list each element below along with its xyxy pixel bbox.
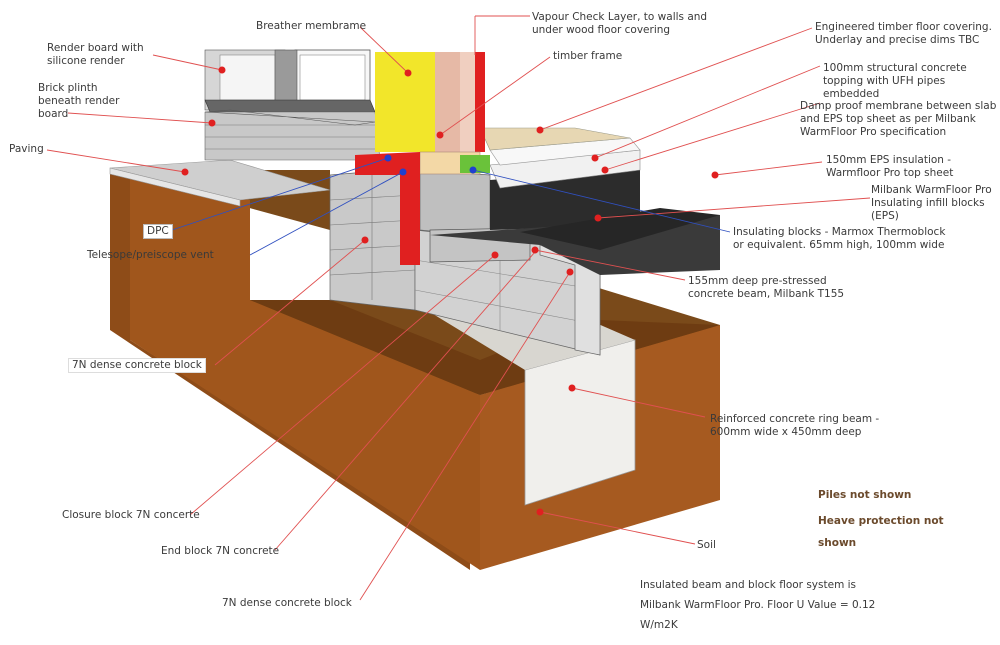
label-insulating-blocks: Insulating blocks - Marmox Thermoblock o… bbox=[733, 226, 946, 251]
soil-front-face bbox=[130, 178, 480, 570]
label-paving: Paving bbox=[9, 143, 44, 155]
label-dense-block-left: 7N dense concrete block bbox=[68, 358, 206, 373]
blue-leaders bbox=[171, 157, 731, 256]
label-engineered-floor: Engineered timber floor covering. Underl… bbox=[815, 21, 992, 46]
brick-plinth bbox=[204, 109, 381, 161]
red-markers bbox=[181, 66, 719, 516]
label-timber-frame: timber frame bbox=[553, 50, 623, 62]
vapour-check bbox=[475, 52, 485, 152]
label-dpc: DPC bbox=[143, 224, 173, 239]
label-ring-beam: Reinforced concrete ring beam - 600mm wi… bbox=[710, 413, 880, 438]
label-soil: Soil bbox=[697, 539, 716, 551]
breather-membrane bbox=[375, 52, 435, 152]
label-render-board: Render board with silicone render bbox=[47, 42, 144, 67]
soil-cut-top bbox=[250, 300, 720, 395]
label-beam: 155mm deep pre-stressed concrete beam, M… bbox=[688, 275, 845, 300]
paving-edge bbox=[109, 167, 241, 207]
note-piles: Piles not shown bbox=[818, 489, 912, 501]
label-eps-150: 150mm EPS insulation - Warmfloor Pro top… bbox=[826, 154, 954, 179]
note-heave: Heave protection not shown bbox=[818, 515, 944, 549]
label-vapour-check: Vapour Check Layer, to walls and under w… bbox=[532, 11, 708, 36]
blue-markers bbox=[384, 154, 477, 176]
label-dpm: Damp proof membrane between slab and EPS… bbox=[800, 100, 997, 138]
label-breather: Breather membrame bbox=[256, 20, 367, 32]
dpc-red bbox=[355, 152, 420, 265]
eps-infill-top bbox=[520, 208, 720, 250]
green-plate bbox=[460, 155, 490, 173]
label-infill: Milbank WarmFloor Pro Insulating infill … bbox=[871, 184, 992, 222]
label-topping: 100mm structural concrete topping with U… bbox=[823, 62, 967, 100]
red-leaders bbox=[46, 15, 871, 601]
label-vent: Telesope/preiscope vent bbox=[87, 249, 214, 261]
info-text: Insulated beam and block floor system is… bbox=[640, 579, 876, 631]
inner-lining bbox=[460, 52, 475, 152]
label-brick-plinth: Brick plinth beneath render board bbox=[38, 82, 120, 120]
timber-floor bbox=[479, 127, 631, 151]
label-dense-block-bottom: 7N dense concrete block bbox=[222, 597, 352, 609]
label-closure-block: Closure block 7N concerte bbox=[62, 509, 200, 521]
label-end-block: End block 7N concrete bbox=[161, 545, 280, 557]
